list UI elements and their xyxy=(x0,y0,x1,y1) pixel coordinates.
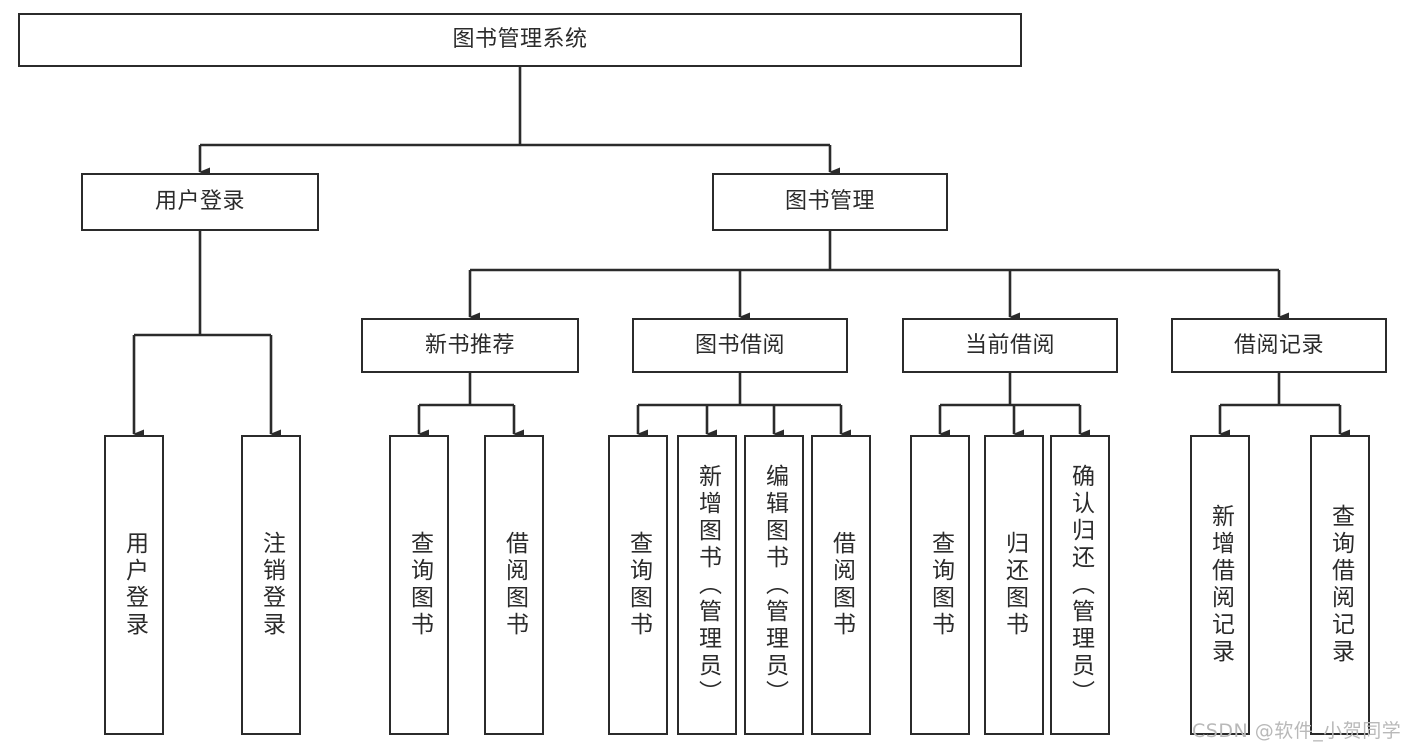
node-label: 用户登录 xyxy=(154,189,245,215)
node-leaf-br-edit[interactable]: 编辑图书（管理员） xyxy=(744,435,804,735)
node-label: 新书推荐 xyxy=(424,332,515,358)
node-leaf-nb-query[interactable]: 查询图书 xyxy=(389,435,449,735)
node-label: 查询图书 xyxy=(927,531,954,639)
node-current[interactable]: 当前借阅 xyxy=(902,318,1118,373)
node-label: 图书借阅 xyxy=(694,332,785,358)
node-label: 借阅图书 xyxy=(501,531,528,639)
node-label: 归还图书 xyxy=(1001,531,1028,639)
node-leaf-br-query[interactable]: 查询图书 xyxy=(608,435,668,735)
node-leaf-cur-return[interactable]: 归还图书 xyxy=(984,435,1044,735)
node-label: 新增借阅记录 xyxy=(1207,504,1234,666)
node-leaf-br-lend[interactable]: 借阅图书 xyxy=(811,435,871,735)
node-label: 编辑图书（管理员） xyxy=(761,463,788,707)
node-label: 借阅记录 xyxy=(1233,332,1324,358)
node-leaf-login[interactable]: 用户登录 xyxy=(104,435,164,735)
node-leaf-logout[interactable]: 注销登录 xyxy=(241,435,301,735)
node-label: 注销登录 xyxy=(258,531,285,639)
node-label: 确认归还（管理员） xyxy=(1067,463,1094,707)
node-label: 借阅图书 xyxy=(828,531,855,639)
node-leaf-br-add[interactable]: 新增图书（管理员） xyxy=(677,435,737,735)
node-label: 用户登录 xyxy=(121,531,148,639)
node-label: 查询图书 xyxy=(406,531,433,639)
node-leaf-cur-query[interactable]: 查询图书 xyxy=(910,435,970,735)
node-root[interactable]: 图书管理系统 xyxy=(18,13,1022,67)
node-label: 图书管理 xyxy=(784,189,875,215)
node-login[interactable]: 用户登录 xyxy=(81,173,319,231)
node-label: 查询借阅记录 xyxy=(1327,504,1354,666)
node-newbook[interactable]: 新书推荐 xyxy=(361,318,579,373)
node-label: 当前借阅 xyxy=(964,332,1055,358)
node-leaf-cur-conf[interactable]: 确认归还（管理员） xyxy=(1050,435,1110,735)
node-borrow[interactable]: 图书借阅 xyxy=(632,318,848,373)
node-records[interactable]: 借阅记录 xyxy=(1171,318,1387,373)
node-label: 新增图书（管理员） xyxy=(694,463,721,707)
node-label: 图书管理系统 xyxy=(452,27,588,53)
node-leaf-rec-query[interactable]: 查询借阅记录 xyxy=(1310,435,1370,735)
node-leaf-nb-borrow[interactable]: 借阅图书 xyxy=(484,435,544,735)
watermark-label: CSDN @软件_小贺同学 xyxy=(1192,720,1402,742)
node-bookmgmt[interactable]: 图书管理 xyxy=(712,173,948,231)
node-leaf-rec-add[interactable]: 新增借阅记录 xyxy=(1190,435,1250,735)
node-label: 查询图书 xyxy=(625,531,652,639)
